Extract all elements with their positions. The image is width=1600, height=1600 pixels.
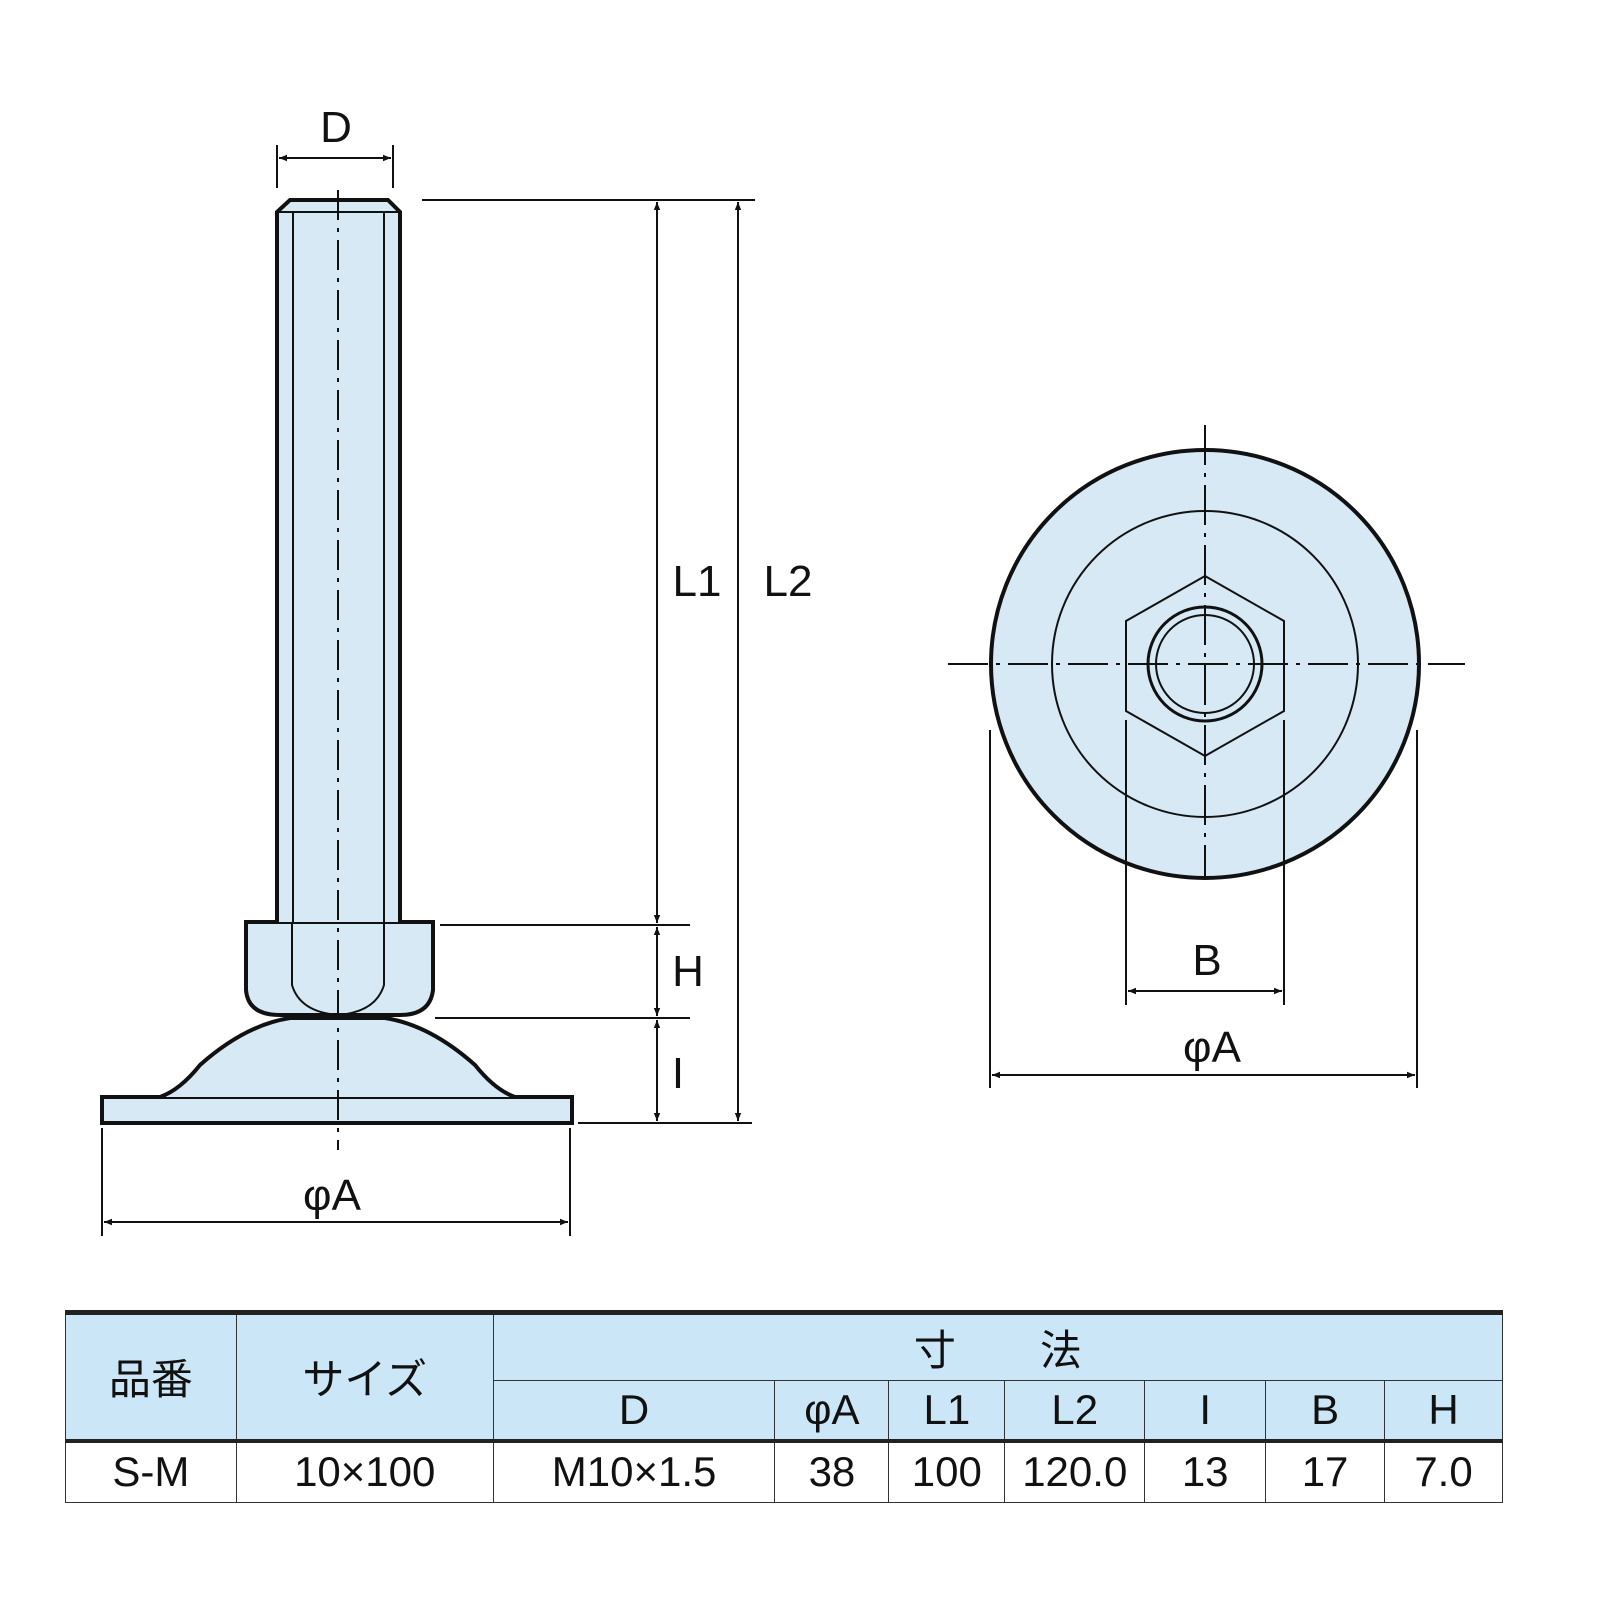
header-size: サイズ <box>235 1312 494 1441</box>
label-phiA-side: φA <box>303 1171 362 1220</box>
cell-size: 10×100 <box>235 1438 494 1503</box>
cell-phiA: 38 <box>774 1438 890 1503</box>
top-view <box>948 425 1465 880</box>
label-D: D <box>320 103 352 152</box>
cell-L2: 120.0 <box>1004 1438 1146 1503</box>
subheader-L1: L1 <box>888 1380 1006 1441</box>
subheader-I: I <box>1144 1380 1267 1441</box>
label-phiA-top: φA <box>1183 1023 1242 1072</box>
header-part-no: 品番 <box>65 1312 237 1441</box>
label-I: I <box>672 1049 684 1098</box>
side-dimensions <box>101 145 755 1236</box>
dimension-table: 品番 サイズ 寸 法 D φA L1 L2 I B H S-M 10×100 M… <box>65 1310 1504 1503</box>
subheader-L2: L2 <box>1004 1380 1146 1441</box>
cell-part-no: S-M <box>65 1438 237 1503</box>
label-L1: L1 <box>673 557 722 606</box>
label-H: H <box>672 947 704 996</box>
subheader-B: B <box>1265 1380 1386 1441</box>
label-B: B <box>1192 936 1221 985</box>
cell-H: 7.0 <box>1384 1438 1503 1503</box>
cell-D: M10×1.5 <box>492 1438 776 1503</box>
header-dimensions: 寸 法 <box>492 1312 1504 1381</box>
side-view <box>100 190 574 1150</box>
subheader-H: H <box>1384 1380 1503 1441</box>
cell-B: 17 <box>1265 1438 1386 1503</box>
cell-I: 13 <box>1144 1438 1267 1503</box>
top-dimensions <box>989 720 1418 1088</box>
subheader-phiA: φA <box>774 1380 890 1441</box>
cell-L1: 100 <box>888 1438 1006 1503</box>
subheader-D: D <box>492 1380 776 1441</box>
nut <box>244 920 435 1017</box>
label-L2: L2 <box>764 557 813 606</box>
table-row: S-M 10×100 M10×1.5 38 100 120.0 13 17 7.… <box>65 1438 1503 1503</box>
